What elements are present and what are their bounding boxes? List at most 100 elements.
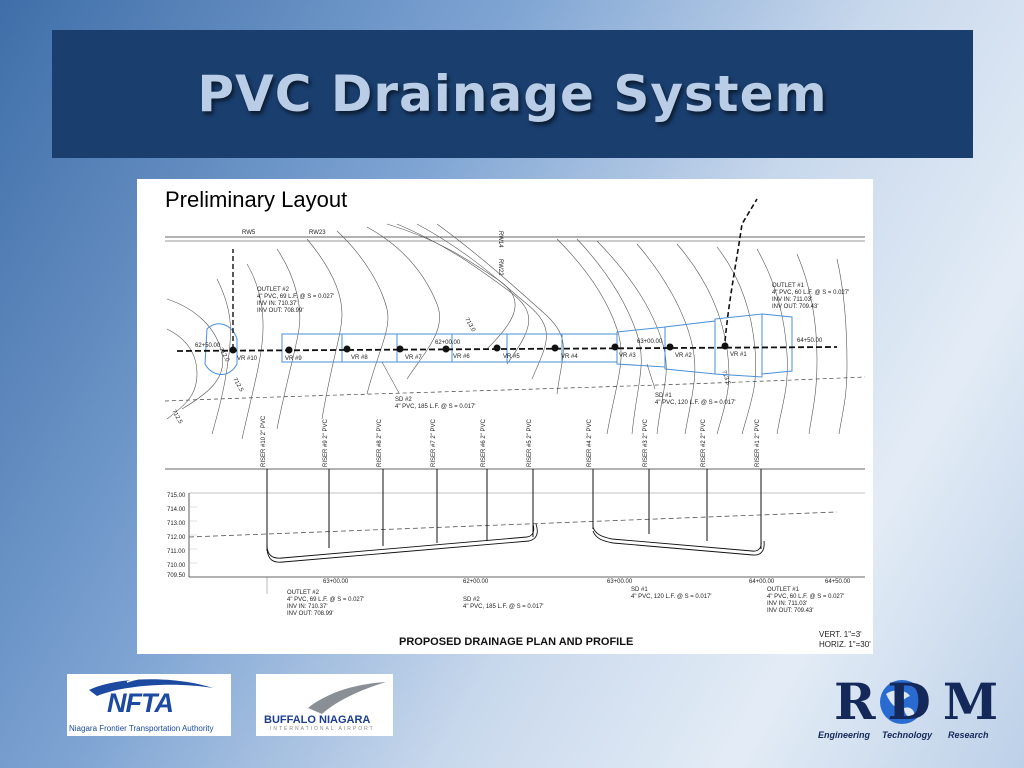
svg-text:710.00: 710.00 [167,563,186,569]
rdm-tagline-research: Research [948,730,989,740]
svg-text:INV OUT: 709.43': INV OUT: 709.43' [772,304,819,310]
svg-text:711.00: 711.00 [167,549,186,555]
svg-text:OUTLET #1: OUTLET #1 [767,587,800,593]
contour-label: 713.5 [720,370,731,387]
svg-text:INV OUT: 709.43': INV OUT: 709.43' [767,608,814,614]
edge-line [164,376,866,402]
svg-text:4" PVC, 185 L.F. @ S = 0.017': 4" PVC, 185 L.F. @ S = 0.017' [395,404,476,410]
riser-label: VR #5 [503,354,520,360]
riser-label: VR #10 [237,356,258,362]
buffalo-wordmark: BUFFALO NIAGARA [264,714,371,726]
rdm-logo: RDM Engineering Technology Research [818,672,1011,742]
riser-label: VR #9 [285,356,302,362]
buffalo-niagara-logo: BUFFALO NIAGARA INTERNATIONAL AIRPORT [256,674,393,736]
svg-text:OUTLET #2: OUTLET #2 [257,287,290,293]
svg-text:4" PVC, 69 L.F. @ S = 0.027': 4" PVC, 69 L.F. @ S = 0.027' [287,597,364,603]
svg-text:INV IN: 710.37': INV IN: 710.37' [257,301,298,307]
scale-horiz: HORIZ. 1"=30' [819,640,871,649]
svg-text:INV IN: 711.03': INV IN: 711.03' [767,601,807,607]
svg-text:4" PVC, 60 L.F. @ S = 0.027': 4" PVC, 60 L.F. @ S = 0.027' [767,594,844,600]
rdm-tagline-engineering: Engineering [818,730,871,740]
svg-text:RISER #10 2" PVC: RISER #10 2" PVC [261,415,267,467]
riser-markers [229,342,729,354]
profile-sd1-note: SD #1 4" PVC, 120 L.F. @ S = 0.017' [631,587,712,600]
plan-sd2-note: SD #2 4" PVC, 185 L.F. @ S = 0.017' [381,361,476,410]
svg-text:4" PVC, 60 L.F. @ S = 0.027': 4" PVC, 60 L.F. @ S = 0.027' [772,290,849,296]
row-label: RW5 [242,230,256,236]
svg-text:RISER #8 2" PVC: RISER #8 2" PVC [377,419,383,467]
row-label: RW23 [309,230,326,236]
svg-text:4" PVC, 69 L.F. @ S = 0.027': 4" PVC, 69 L.F. @ S = 0.027' [257,294,334,300]
nfta-swoosh-icon [89,676,213,696]
svg-text:714.00: 714.00 [167,507,186,513]
svg-text:63+00.00: 63+00.00 [323,579,349,585]
row-label: RW22 [497,259,503,276]
rdm-tagline-technology: Technology [882,730,933,740]
rdm-wordmark: RDM [834,672,1011,731]
plan-outlet2-note: OUTLET #2 4" PVC, 69 L.F. @ S = 0.027' I… [257,287,334,314]
riser-label: VR #7 [405,355,422,361]
riser-label: VR #4 [561,354,578,360]
svg-text:INV OUT: 708.99': INV OUT: 708.99' [287,611,334,617]
profile-riser-labels: RISER #10 2" PVC RISER #9 2" PVC RISER #… [261,415,761,467]
riser-label: VR #2 [675,353,692,359]
rdm-globe-icon [880,680,924,724]
profile-outlet1-note: OUTLET #1 4" PVC, 60 L.F. @ S = 0.027' I… [767,587,844,614]
contour-label: 712.5 [231,377,244,394]
profile-station-labels: 63+00.00 62+00.00 63+00.00 64+00.00 64+5… [266,577,851,594]
plan-view: RW5 RW23 RW14 RW22 [164,198,866,440]
profile-pipes [266,523,765,563]
figure-caption: Preliminary Layout [165,187,348,212]
riser-label: VR #1 [730,352,747,358]
svg-text:SD #2: SD #2 [463,597,480,603]
svg-text:4" PVC, 185 L.F. @ S = 0.017': 4" PVC, 185 L.F. @ S = 0.017' [463,604,544,610]
drawing-figure: Preliminary Layout RW5 RW23 RW14 RW22 [137,179,873,654]
svg-text:OUTLET #2: OUTLET #2 [287,590,320,596]
ground-profile [188,511,838,538]
nfta-logo: NFTA Niagara Frontier Transportation Aut… [67,674,231,736]
riser-label: VR #3 [619,353,636,359]
svg-text:RISER #5 2" PVC: RISER #5 2" PVC [527,419,533,467]
outlet1-pipe [724,198,758,342]
collection-zones [204,313,793,378]
profile-sd2-note: SD #2 4" PVC, 185 L.F. @ S = 0.017' [463,597,544,610]
riser-label: VR #6 [453,354,470,360]
svg-text:713.00: 713.00 [167,521,186,527]
plan-sd1-note: SD #1 4" PVC, 120 L.F. @ S = 0.017' [646,363,736,406]
station-label: 62+00.00 [435,340,461,346]
svg-text:SD #1: SD #1 [631,587,648,593]
row-label: RW14 [497,231,503,248]
svg-text:RISER #9 2" PVC: RISER #9 2" PVC [323,419,329,467]
slide-title: PVC Drainage System [197,65,828,123]
svg-text:RISER #4 2" PVC: RISER #4 2" PVC [587,419,593,467]
title-bar: PVC Drainage System [52,30,973,158]
sheet-title: PROPOSED DRAINAGE PLAN AND PROFILE [399,636,633,648]
profile-view: 715.00 714.00 713.00 712.00 711.00 710.0… [165,415,871,649]
buffalo-subtitle: INTERNATIONAL AIRPORT [270,726,375,732]
airport-swoosh-icon [308,682,386,714]
elevation-axis-labels: 715.00 714.00 713.00 712.00 711.00 710.0… [167,493,186,579]
plan-outlet1-note: OUTLET #1 4" PVC, 60 L.F. @ S = 0.027' I… [772,283,849,310]
svg-text:712.00: 712.00 [167,535,186,541]
svg-text:SD #1: SD #1 [655,393,672,399]
station-label: 62+50.00 [195,343,221,349]
svg-text:SD #2: SD #2 [395,397,412,403]
drainage-drawing: RW5 RW23 RW14 RW22 [164,198,871,649]
svg-text:709.50: 709.50 [167,573,186,579]
svg-text:RISER #7 2" PVC: RISER #7 2" PVC [431,419,437,467]
contour-lines [166,223,848,440]
svg-text:INV OUT: 708.99': INV OUT: 708.99' [257,308,304,314]
svg-text:INV IN: 711.03': INV IN: 711.03' [772,297,812,303]
svg-text:715.00: 715.00 [167,493,186,499]
profile-risers [266,469,762,551]
svg-text:64+00.00: 64+00.00 [749,579,775,585]
svg-text:OUTLET #1: OUTLET #1 [772,283,805,289]
scale-vert: VERT. 1"=3' [819,630,862,639]
svg-text:64+50.00: 64+50.00 [825,579,851,585]
svg-text:RISER #2 2" PVC: RISER #2 2" PVC [701,419,707,467]
contour-label: 712.5 [170,409,183,426]
station-label: 63+00.00 [637,339,663,345]
svg-text:RISER #3 2" PVC: RISER #3 2" PVC [643,419,649,467]
svg-text:4" PVC, 120 L.F. @ S = 0.017': 4" PVC, 120 L.F. @ S = 0.017' [631,594,712,600]
contour-label: 713.0 [463,317,476,334]
